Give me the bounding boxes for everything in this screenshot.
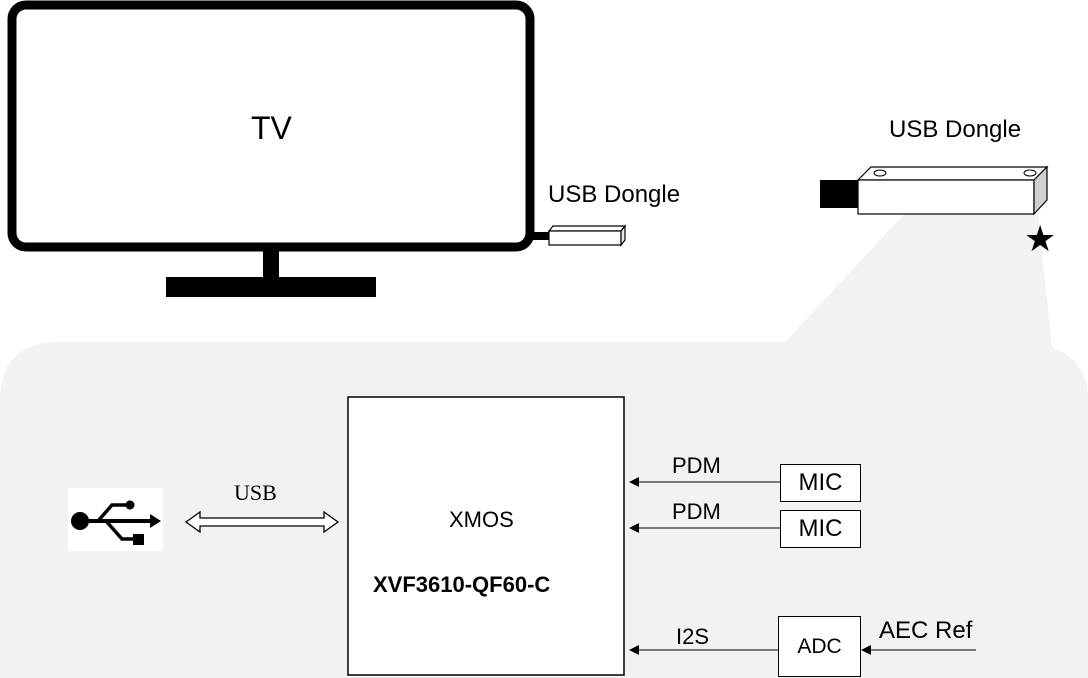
usb-dongle-large-icon (820, 165, 1049, 216)
tv-icon (7, 0, 552, 297)
usb-dongle-side-label: USB Dongle (548, 181, 681, 208)
mic-box-2: MIC (780, 510, 861, 548)
aec-ref-label: AEC Ref (879, 617, 973, 644)
usb-dongle-callout-label: USB Dongle (889, 116, 1022, 143)
usb-dongle-small-icon (547, 224, 627, 247)
adc-box: ADC (778, 616, 861, 677)
pdm-label-1: PDM (672, 453, 721, 478)
mic-box-1: MIC (780, 464, 861, 502)
xmos-chip-box (347, 396, 625, 676)
usb-bidirectional-arrow (184, 510, 340, 534)
star-marker: ★ (1024, 218, 1057, 259)
usb-link-label: USB (234, 480, 277, 505)
tv-label: TV (251, 110, 292, 146)
chip-part-label: XVF3610-QF60-C (373, 572, 551, 597)
pdm-label-2: PDM (672, 499, 721, 524)
usb-symbol-icon (68, 488, 163, 551)
xmos-label: XMOS (449, 507, 514, 532)
i2s-label: I2S (676, 624, 710, 649)
